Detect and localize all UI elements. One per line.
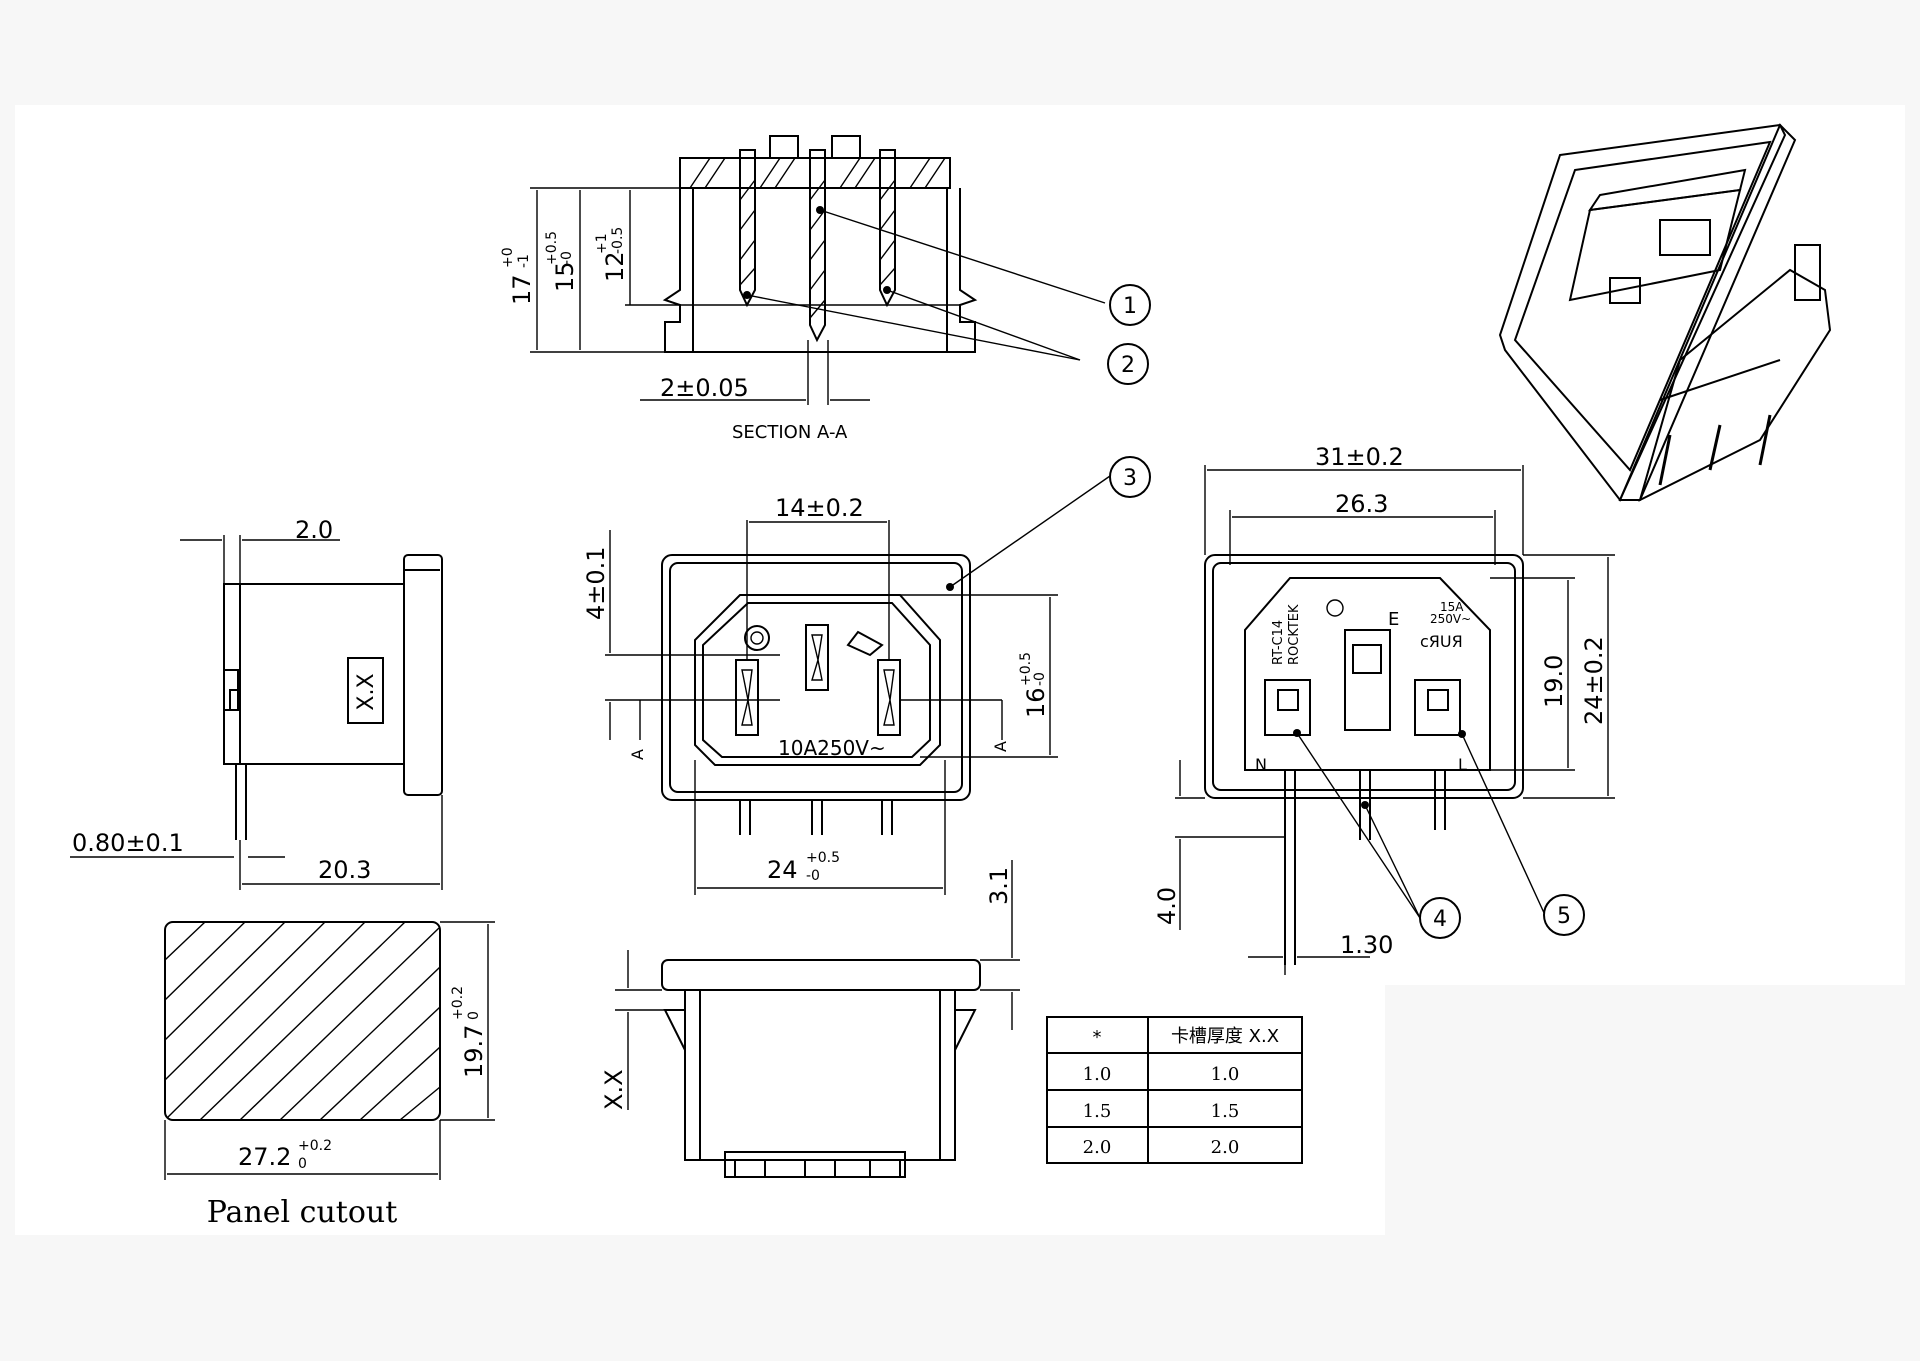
section-mark-a-right: A: [991, 741, 1010, 752]
dimension-tolerance: 1: [1123, 294, 1137, 319]
dim-17: 17: [508, 274, 536, 305]
front-view: 10A250V~ 14±0.2 4±0.1 16 +0.5 -0 A A 24 …: [582, 494, 1058, 895]
section-top-plate: [679, 157, 951, 189]
cutout-dim-h: 19.7: [460, 1025, 488, 1078]
side-dim-20-3: 20.3: [318, 856, 371, 884]
side-dim-2: 2.0: [295, 516, 333, 544]
front-dim-14: 14±0.2: [775, 494, 864, 522]
dimension-tolerance: -0.5: [610, 227, 626, 254]
dimension-tolerance: 4: [1433, 907, 1447, 932]
table-header-star: *: [1093, 1027, 1102, 1048]
callout-2: 2: [1107, 343, 1149, 385]
side-view: X.X 2.0 20.3 0.80±0.1: [70, 516, 443, 890]
bottom-dim-xx: X.X: [600, 1069, 628, 1110]
table-cell: 1.0: [1083, 1064, 1112, 1085]
dimension-tolerance: +0.2: [450, 986, 466, 1020]
dimension-tolerance: 0: [466, 1011, 482, 1020]
side-dim-080: 0.80±0.1: [72, 829, 184, 857]
dim-15: 15: [551, 261, 579, 292]
rear-terminal-n: N: [1255, 755, 1267, 774]
dimension-tolerance: -0: [1032, 672, 1048, 686]
callout-1: 1: [1109, 284, 1151, 326]
rear-terminal-e: E: [1388, 609, 1399, 630]
cutout-dim-w: 27.2: [238, 1143, 291, 1171]
table-header-thickness: 卡槽厚度 X.X: [1171, 1026, 1279, 1047]
rear-dim-4: 4.0: [1153, 887, 1181, 925]
rear-dim-19: 19.0: [1540, 655, 1568, 708]
section-view: 17 +0 -1 15 +0.5 -0 12 +1 -0.5 2±0.05 SE…: [500, 135, 1106, 443]
rear-brand: ROCKTEK: [1287, 604, 1302, 665]
dimension-tolerance: -0: [559, 251, 575, 265]
rear-model: RT-C14: [1271, 620, 1286, 665]
dimension-tolerance: -1: [516, 254, 532, 268]
bottom-view: 3.1 X.X: [600, 860, 1020, 1178]
rear-view: RT-C14 ROCKTEK E 15A 250V~ cЯUЯ N L 31±0…: [1153, 443, 1615, 975]
table-cell: 2.0: [1083, 1137, 1112, 1158]
table-cell: 1.5: [1083, 1101, 1112, 1122]
dim-12: 12: [601, 251, 629, 282]
dimension-tolerance: 2: [1121, 353, 1135, 378]
dim-2-005: 2±0.05: [660, 374, 749, 402]
front-pin-e: [805, 624, 829, 691]
panel-cutout: 19.7 +0.2 0 27.2 +0.2 0 Panel cutout: [164, 921, 495, 1230]
ground-symbol-icon: [744, 625, 770, 651]
terminal-n-mark: [1277, 689, 1299, 711]
dimension-tolerance: -0: [806, 868, 820, 884]
dimension-tolerance: +0: [500, 247, 516, 268]
dimension-tolerance: 3: [1123, 466, 1137, 491]
thickness-table: * 卡槽厚度 X.X 1.0 1.0 1.5 1.5 2.0 2.0: [1046, 1016, 1303, 1164]
table-cell: 1.5: [1211, 1101, 1240, 1122]
isometric-view: [1498, 123, 1832, 502]
section-mark-a-left: A: [628, 749, 647, 760]
front-dim-16: 16: [1022, 687, 1050, 718]
rear-rating-a: 15A: [1440, 600, 1464, 614]
front-inlet-outline: [694, 594, 941, 766]
front-dim-4: 4±0.1: [582, 546, 610, 620]
rear-rating-v: 250V~: [1430, 612, 1471, 626]
rear-dim-130: 1.30: [1340, 931, 1393, 959]
bottom-dim-31: 3.1: [985, 867, 1013, 905]
section-pin-right: [879, 149, 896, 308]
rear-dim-26: 26.3: [1335, 490, 1388, 518]
dimension-tolerance: +1: [594, 233, 610, 254]
table-cell: 1.0: [1211, 1064, 1240, 1085]
section-pin-center: [809, 149, 826, 343]
dimension-tolerance: 5: [1557, 904, 1571, 929]
terminal-l-mark: [1427, 689, 1449, 711]
callout-3: 3: [946, 456, 1151, 591]
cutout-caption: Panel cutout: [207, 1195, 398, 1230]
dimension-tolerance: +0.5: [806, 850, 840, 866]
section-pin-left: [739, 149, 756, 308]
rear-terminal-l: L: [1458, 755, 1467, 774]
table-cell: 2.0: [1211, 1137, 1240, 1158]
front-rating: 10A250V~: [778, 736, 886, 760]
rear-cert-mark: cЯUЯ: [1420, 632, 1463, 651]
dimension-tolerance: +0.5: [544, 231, 560, 265]
callout-4: 4: [1419, 897, 1461, 939]
side-label-xx: X.X: [354, 673, 379, 710]
front-dim-24: 24: [767, 856, 798, 884]
earth-symbol-icon: [1326, 599, 1344, 617]
rear-dim-31: 31±0.2: [1315, 443, 1404, 471]
dimension-tolerance: +0.2: [298, 1138, 332, 1154]
dimension-tolerance: +0.5: [1018, 652, 1034, 686]
xx-label-box: [347, 657, 384, 724]
callout-5: 5: [1543, 894, 1585, 936]
hazard-mark-icon: [846, 630, 884, 657]
rear-dim-24: 24±0.2: [1580, 636, 1608, 725]
section-label: SECTION A-A: [732, 422, 848, 443]
dimension-tolerance: 0: [298, 1156, 307, 1172]
